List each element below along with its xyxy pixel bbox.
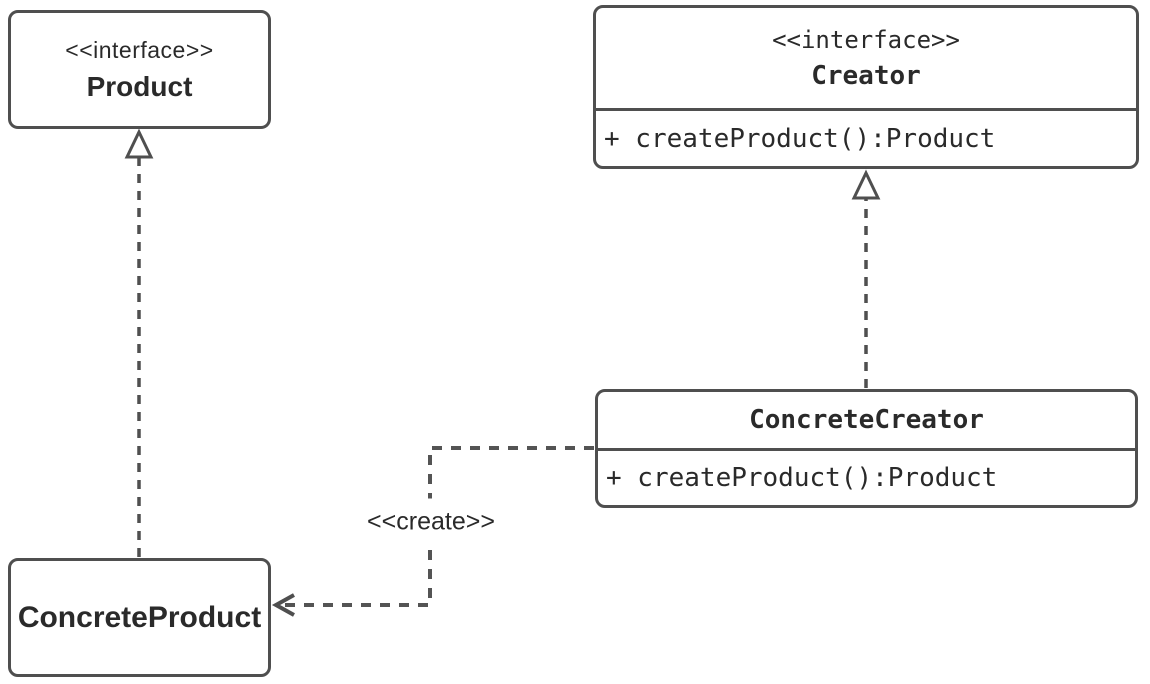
stereotype-label: <<interface>> (65, 36, 214, 63)
class-name: ConcreteProduct (17, 600, 262, 634)
class-header-concretecreator: ConcreteCreator (598, 392, 1135, 448)
realization-edge-concretecreator-creator (851, 169, 881, 388)
method-createproduct: + createProduct():Product (596, 108, 1136, 166)
dependency-edge-create (271, 446, 594, 617)
class-box-concreteproduct: ConcreteProduct (8, 558, 271, 677)
class-name: ConcreteCreator (749, 405, 984, 435)
class-name: Product (86, 70, 193, 102)
create-dependency-label: <<create>> (357, 498, 505, 546)
method-createproduct: + createProduct():Product (598, 448, 1135, 505)
class-header-concreteproduct: ConcreteProduct (11, 561, 268, 674)
realization-edge-concreteproduct-product (124, 128, 154, 557)
class-box-creator: <<interface>> Creator + createProduct():… (593, 5, 1139, 169)
class-header-creator: <<interface>> Creator (596, 8, 1136, 108)
class-box-product: <<interface>> Product (8, 10, 271, 129)
class-header-product: <<interface>> Product (11, 13, 268, 126)
class-box-concretecreator: ConcreteCreator + createProduct():Produc… (595, 389, 1138, 508)
stereotype-label: <<interface>> (772, 25, 960, 54)
class-name: Creator (811, 60, 921, 91)
